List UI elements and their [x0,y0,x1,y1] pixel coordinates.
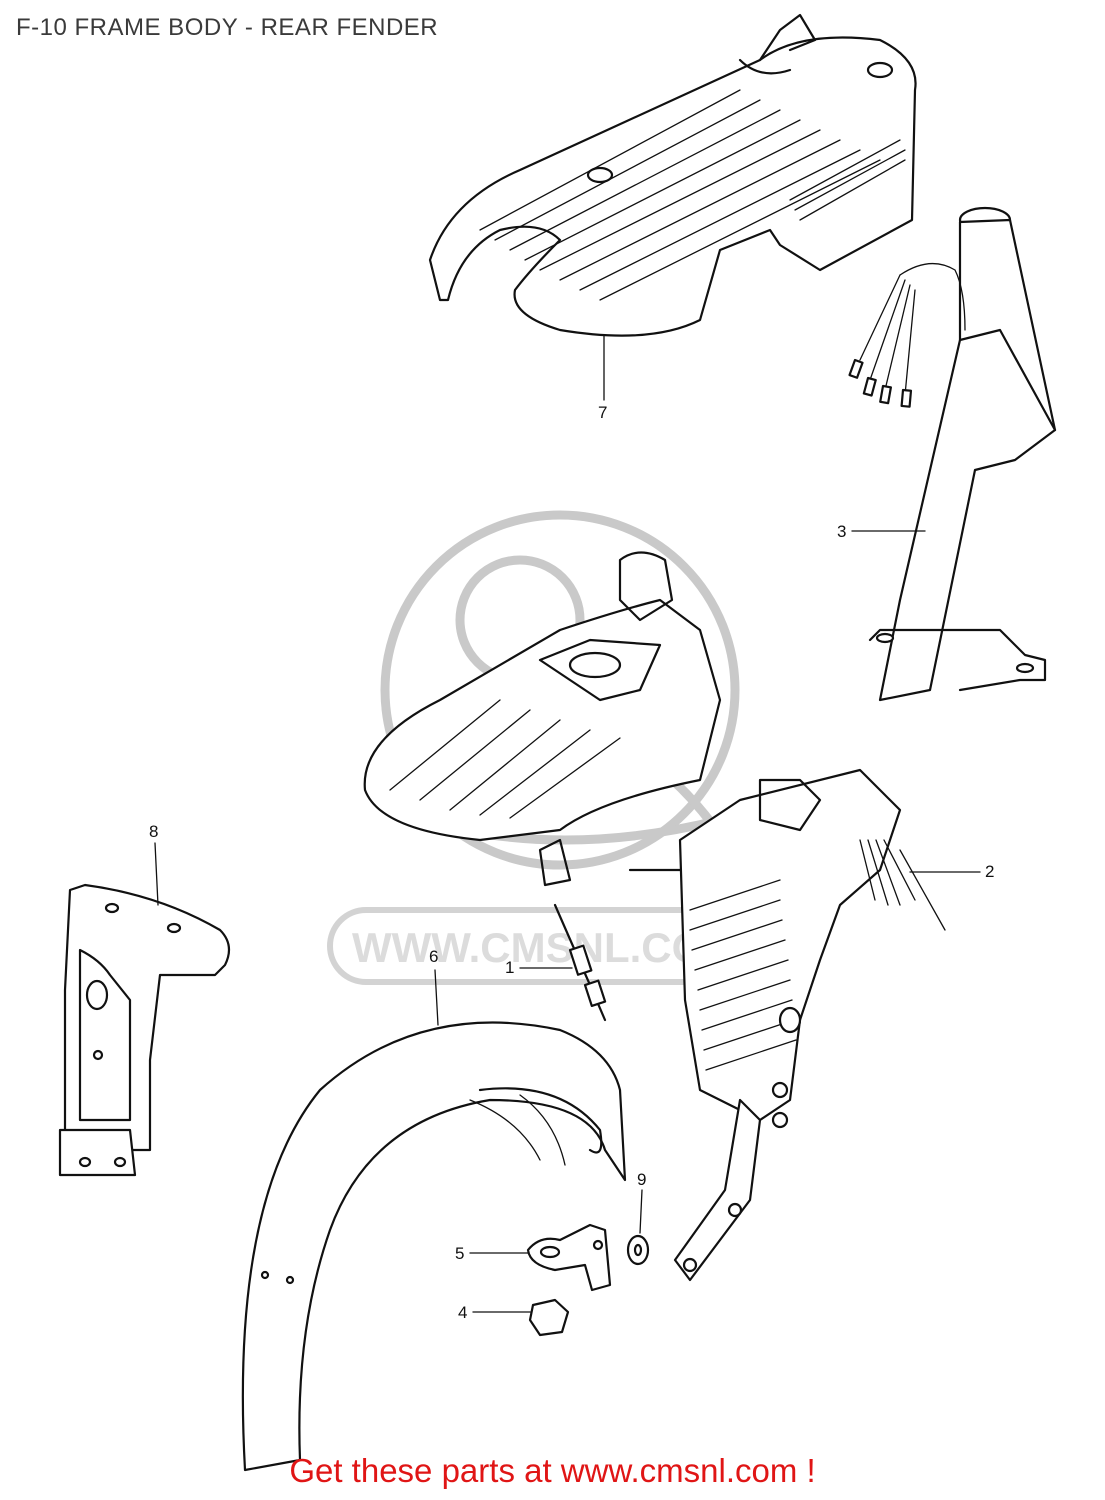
part-upper-cover[interactable] [428,13,917,337]
svg-text:9: 9 [637,1170,646,1189]
svg-text:1: 1 [505,958,514,977]
callout-2[interactable]: 2 [909,862,994,881]
part-tap-valve[interactable] [553,903,607,1022]
callout-3[interactable]: 3 [837,522,926,541]
svg-text:8: 8 [149,822,158,841]
part-rear-frame[interactable] [673,768,946,1282]
part-rear-fender[interactable] [241,1021,627,1472]
page-title: F-10 FRAME BODY - REAR FENDER [16,14,439,41]
callout-5[interactable]: 5 [455,1244,529,1263]
part-stay-bracket[interactable] [526,1223,612,1292]
svg-text:3: 3 [837,522,846,541]
callout-1[interactable]: 1 [505,958,573,977]
footer-link[interactable]: Get these parts at www.cmsnl.com ! [289,1452,816,1489]
svg-text:4: 4 [458,1303,467,1322]
part-mounting-bracket[interactable] [58,883,231,1177]
part-washer[interactable] [626,1234,650,1266]
callout-6[interactable]: 6 [429,947,439,1026]
svg-text:5: 5 [455,1244,464,1263]
part-seat-pan[interactable] [363,551,722,887]
callout-9[interactable]: 9 [637,1170,646,1234]
svg-text:6: 6 [429,947,438,966]
callout-7[interactable]: 7 [598,334,607,422]
svg-text:2: 2 [985,862,994,881]
callouts: 1 2 3 4 5 6 7 8 [149,334,994,1322]
part-main-frame-tube[interactable] [848,206,1057,702]
callout-4[interactable]: 4 [458,1303,531,1322]
part-nut[interactable] [528,1298,570,1337]
svg-text:7: 7 [598,403,607,422]
watermark-text: WWW.CMSNL.COM [352,924,739,971]
callout-8[interactable]: 8 [149,822,159,906]
